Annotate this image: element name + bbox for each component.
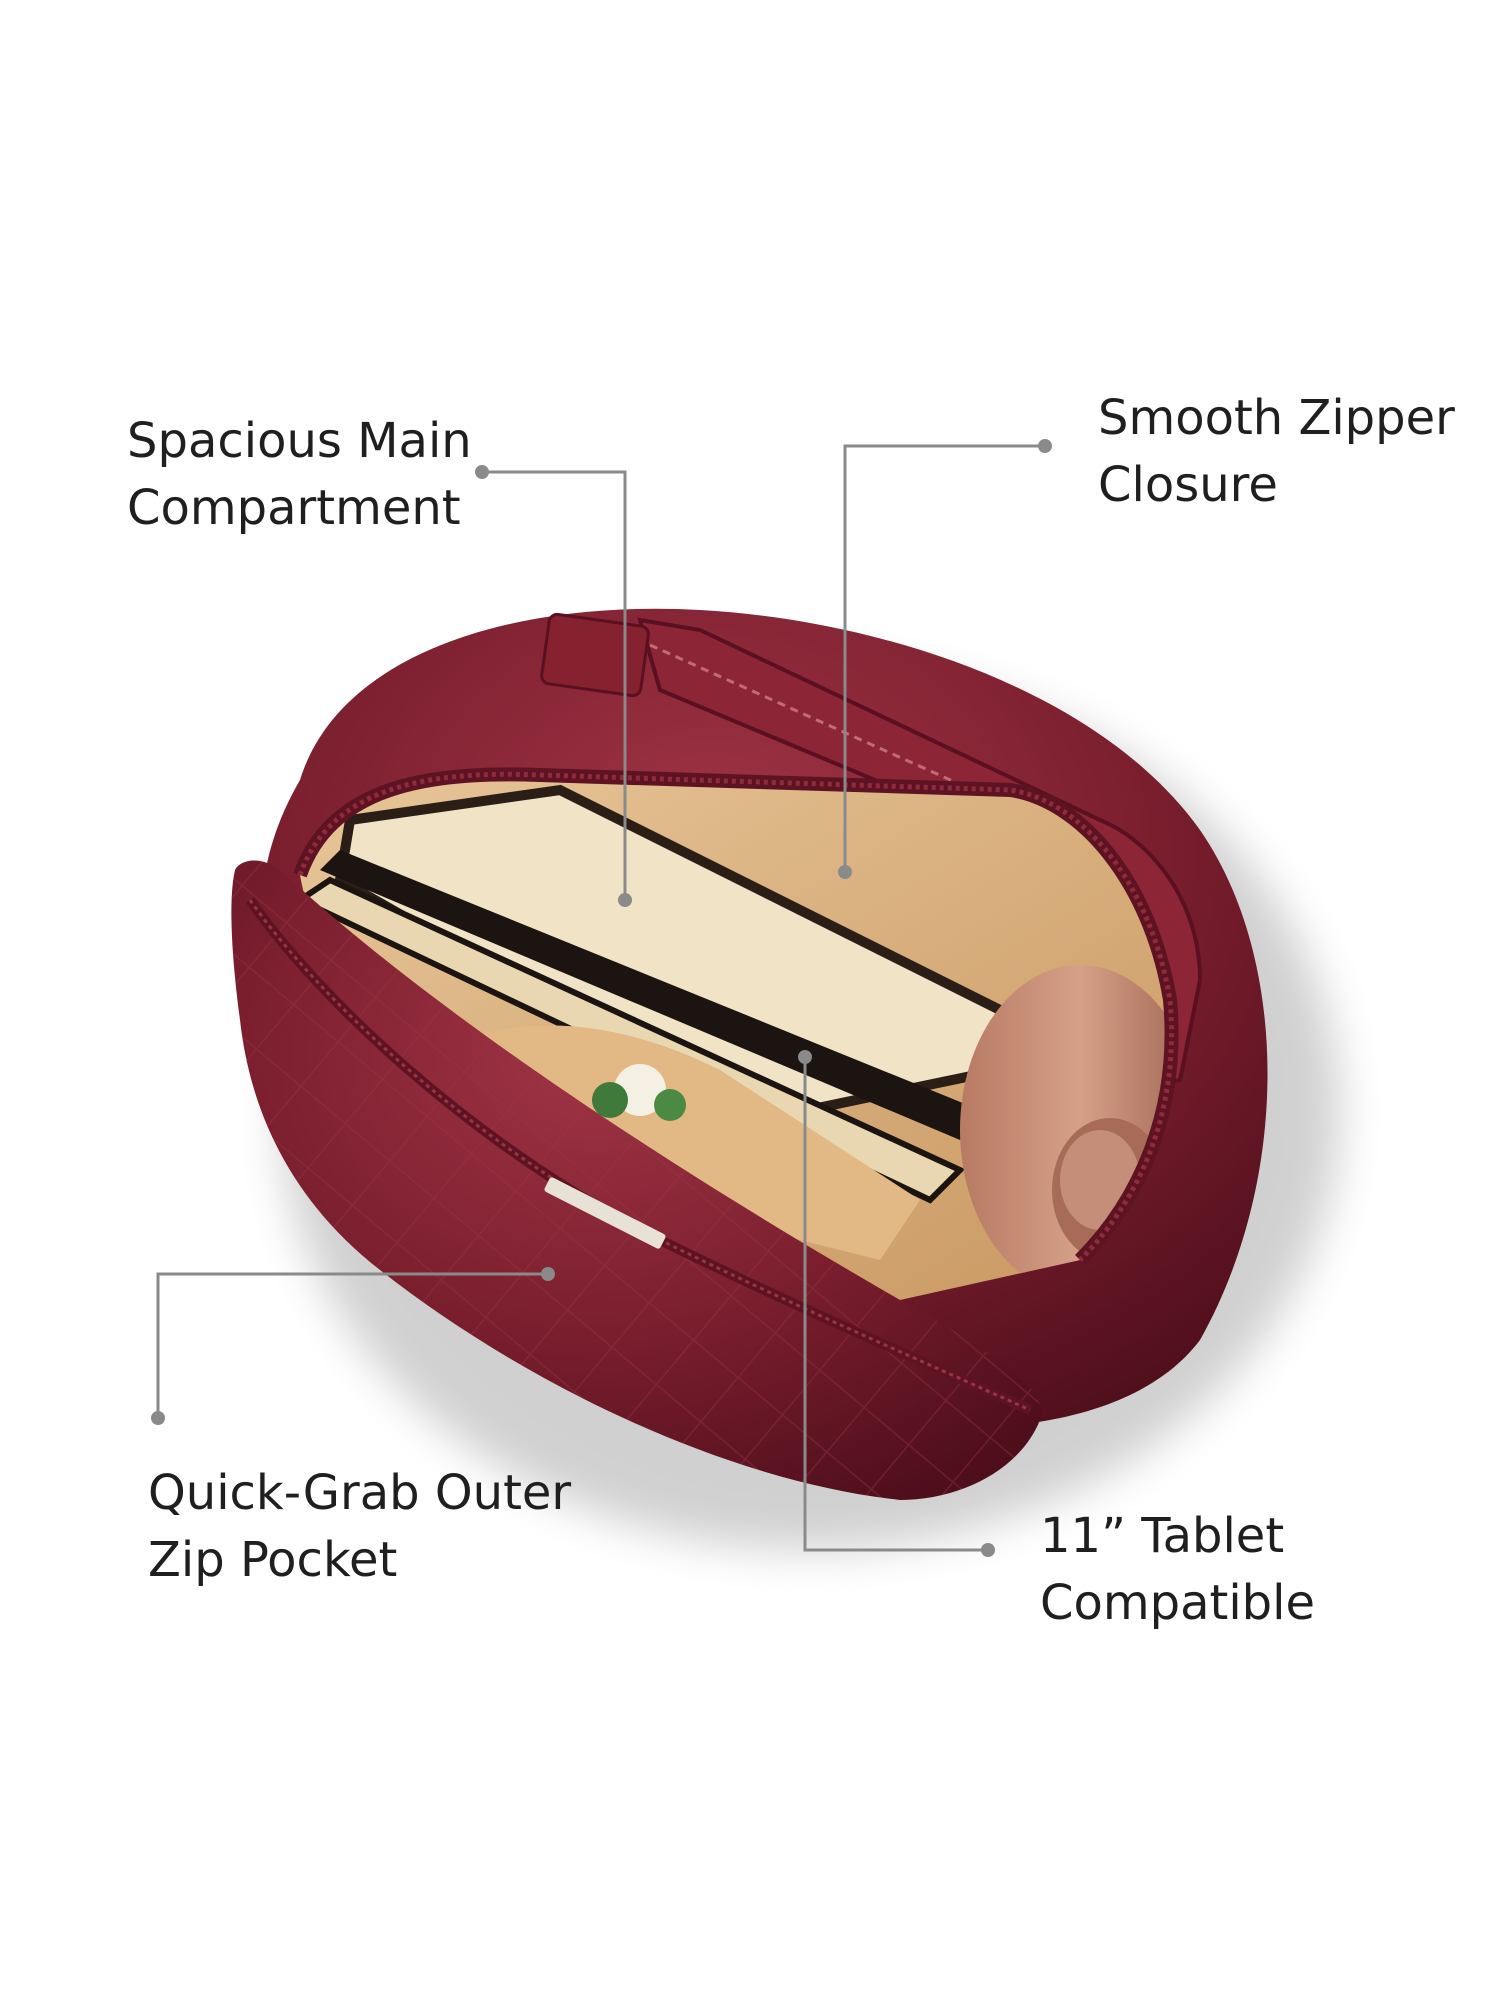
callout-tablet-line1: 11” Tablet [1040, 1508, 1285, 1564]
callout-zipper-line2: Closure [1098, 457, 1278, 513]
leader-outer-pocket [156, 1272, 548, 1418]
leader-dots [151, 439, 1052, 1557]
leader-lines [156, 444, 1045, 1552]
callout-main-compartment: Spacious Main Compartment [127, 408, 472, 542]
logo-plate [544, 1177, 666, 1249]
leader-main-compartment [482, 470, 627, 900]
leader-tablet [803, 1057, 988, 1552]
leader-zipper [843, 444, 1045, 872]
handle-tab [540, 612, 650, 698]
callout-tablet-compatible: 11” Tablet Compatible [1040, 1503, 1315, 1637]
callout-tablet-line2: Compatible [1040, 1575, 1316, 1631]
callout-main-compartment-line1: Spacious Main [127, 413, 472, 469]
inner-pouch [440, 1025, 920, 1260]
callout-outer-pocket-line2: Zip Pocket [148, 1532, 398, 1588]
callout-outer-pocket-line1: Quick-Grab Outer [148, 1465, 572, 1521]
callout-main-compartment-line2: Compartment [127, 480, 461, 536]
callout-outer-pocket: Quick-Grab Outer Zip Pocket [148, 1460, 571, 1594]
callout-zipper-closure: Smooth Zipper Closure [1098, 385, 1455, 519]
callout-zipper-line1: Smooth Zipper [1098, 390, 1455, 446]
